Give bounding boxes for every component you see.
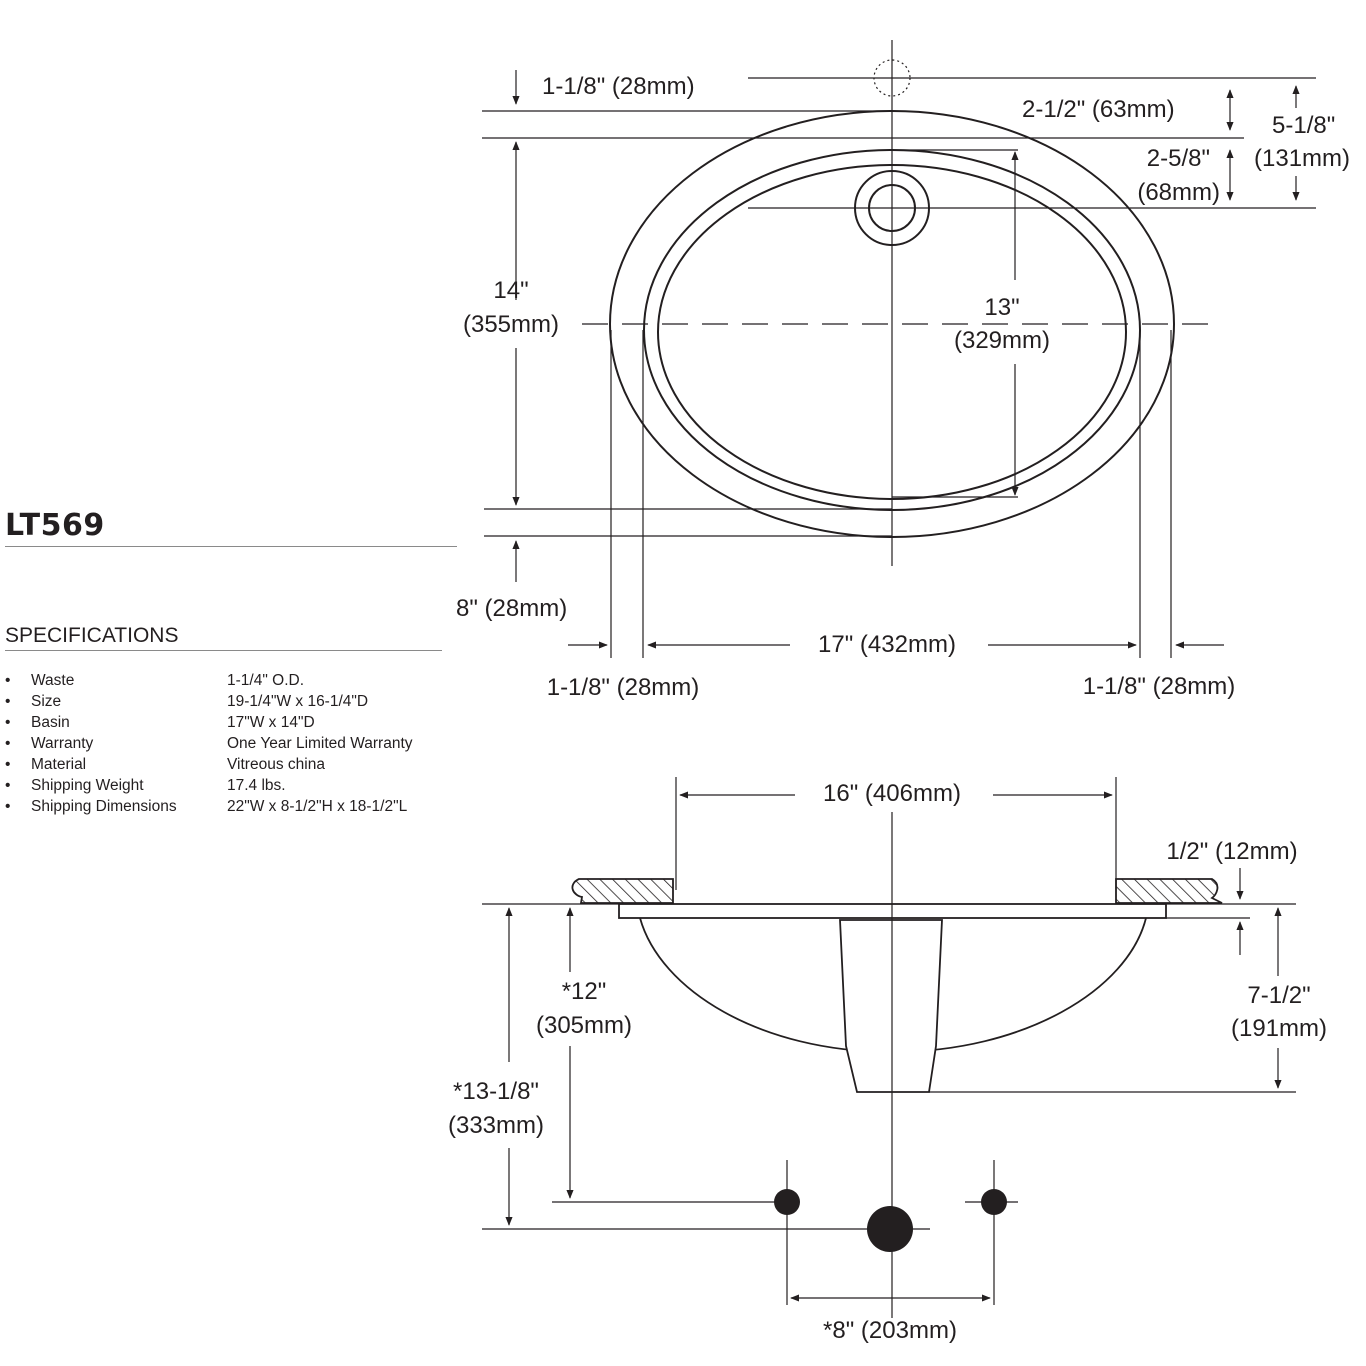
spec-value: 17.4 lbs. <box>227 777 286 794</box>
spec-value: Vitreous china <box>227 756 325 773</box>
dim-width: 17" (432mm) <box>818 631 956 658</box>
dim-counter-thickness: 1/2" (12mm) <box>1166 838 1297 865</box>
spec-label: Shipping Dimensions <box>31 798 177 815</box>
spec-item: • Shipping Weight 17.4 lbs. <box>5 775 413 796</box>
spec-item: • Warranty One Year Limited Warranty <box>5 733 413 754</box>
top-view-labels: 1-1/8" (28mm) 2-1/2" (63mm) 2-5/8" (68mm… <box>456 73 1350 701</box>
dim-faucet-to-drain-in: 2-5/8" <box>1147 145 1210 172</box>
counter-left-section <box>571 878 674 904</box>
bullet-icon: • <box>5 735 11 752</box>
spec-value: 17"W x 14"D <box>227 714 315 731</box>
spec-label: Basin <box>31 714 70 731</box>
faucet-holes <box>774 1189 1007 1252</box>
counter-right-section <box>1115 878 1223 904</box>
spec-value: 22"W x 8-1/2"H x 18-1/2"L <box>227 798 408 815</box>
spec-value: One Year Limited Warranty <box>227 735 413 752</box>
dim-overall-offset-in: 5-1/8" <box>1272 112 1335 139</box>
faucet-hole-right-icon <box>981 1189 1007 1215</box>
bullet-icon: • <box>5 693 11 710</box>
bullet-icon: • <box>5 672 11 689</box>
spec-label: Warranty <box>31 735 94 752</box>
drain-tailpiece <box>839 919 943 1093</box>
bullet-icon: • <box>5 756 11 773</box>
spec-value: 19-1/4"W x 16-1/4"D <box>227 693 369 710</box>
spec-label: Size <box>31 693 62 710</box>
dim-faucet-height-mm: (305mm) <box>536 1012 632 1039</box>
specifications-heading: SPECIFICATIONS <box>5 624 179 647</box>
dim-depth-in: 14" <box>493 277 528 304</box>
spec-value: 1-1/4" O.D. <box>227 672 305 689</box>
dim-top-rim: 1-1/8" (28mm) <box>542 73 695 100</box>
spec-item: • Material Vitreous china <box>5 754 413 775</box>
spec-item: • Size 19-1/4"W x 16-1/4"D <box>5 691 413 712</box>
spec-item: • Basin 17"W x 14"D <box>5 712 413 733</box>
specifications-list: • Waste 1-1/4" O.D. • Size 19-1/4"W x 16-1/4… <box>5 670 413 817</box>
spec-label: Shipping Weight <box>31 777 144 794</box>
spec-label: Waste <box>31 672 75 689</box>
faucet-hole-left-icon <box>774 1189 800 1215</box>
dim-right-rim: 1-1/8" (28mm) <box>1083 673 1236 700</box>
dim-bottom-rim: 8" (28mm) <box>456 595 567 622</box>
dim-basin-depth-in: 13" <box>984 294 1019 321</box>
dim-bowl-depth-in: 7-1/2" <box>1247 982 1310 1009</box>
bullet-icon: • <box>5 714 11 731</box>
dim-drain-offset: 2-1/2" (63mm) <box>1022 96 1175 123</box>
spec-label: Material <box>31 756 87 773</box>
dim-overall-offset-mm: (131mm) <box>1254 145 1350 172</box>
side-view <box>482 777 1296 1318</box>
specifications-divider <box>5 650 442 651</box>
dim-faucet-height-in: *12" <box>562 978 607 1005</box>
model-title: LT569 <box>5 508 105 543</box>
spec-item: • Waste 1-1/4" O.D. <box>5 670 413 691</box>
spout-hole-center-icon <box>867 1206 913 1252</box>
bullet-icon: • <box>5 777 11 794</box>
dim-basin-depth-mm: (329mm) <box>954 327 1050 354</box>
dim-spout-height-mm: (333mm) <box>448 1112 544 1139</box>
model-title-divider <box>5 546 457 547</box>
dim-left-rim: 1-1/8" (28mm) <box>547 674 700 701</box>
spec-item: • Shipping Dimensions 22"W x 8-1/2"H x 18-… <box>5 796 413 817</box>
top-view <box>482 40 1316 658</box>
dim-faucet-to-drain-mm: (68mm) <box>1137 179 1220 206</box>
bullet-icon: • <box>5 798 11 815</box>
dim-depth-mm: (355mm) <box>463 311 559 338</box>
side-view-labels: 16" (406mm) 1/2" (12mm) *12" (305mm) 7-1… <box>448 780 1327 1344</box>
dim-faucet-spread: *8" (203mm) <box>823 1317 957 1344</box>
dim-cutout-width: 16" (406mm) <box>823 780 961 807</box>
dim-spout-height-in: *13-1/8" <box>453 1078 539 1105</box>
dim-bowl-depth-mm: (191mm) <box>1231 1015 1327 1042</box>
